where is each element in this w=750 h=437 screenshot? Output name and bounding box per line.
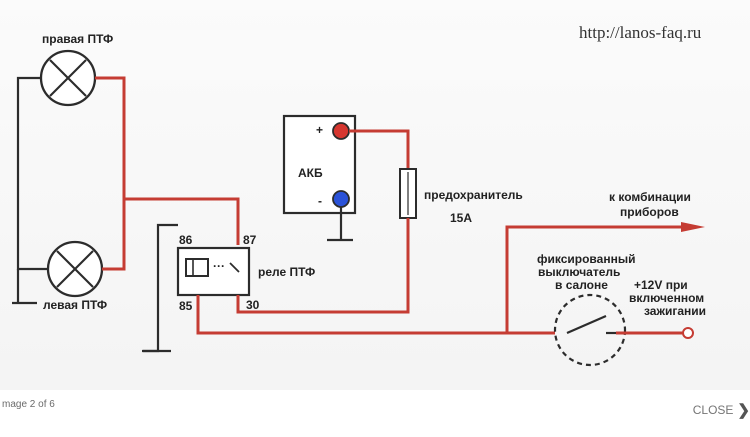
right-fog-lamp-label: правая ПТФ <box>42 32 113 46</box>
battery-to-fuse-wire <box>349 129 410 169</box>
fuse: предохранитель 15А <box>399 168 523 225</box>
relay-85-to-switch-wire <box>196 295 555 335</box>
relay-pin-30: 30 <box>246 298 260 312</box>
battery-minus-sign: - <box>318 194 322 208</box>
ignition-label-line3: зажигании <box>644 304 706 318</box>
relay-label: реле ПТФ <box>258 265 315 279</box>
battery-plus-sign: + <box>316 123 323 137</box>
to-cluster-line2: приборов <box>620 205 679 219</box>
right-lamp-cross-b <box>49 59 87 97</box>
relay-pin-86: 86 <box>179 233 193 247</box>
left-lamp-cross-b <box>56 250 94 288</box>
fuse-to-relay-30-wire <box>236 218 410 314</box>
cabin-switch: фиксированный выключатель в салоне <box>537 252 635 367</box>
switch-dashed-circle <box>553 293 627 367</box>
switch-label-line3: в салоне <box>555 278 608 292</box>
left-fog-lamp-label: левая ПТФ <box>43 298 107 312</box>
relay-pin-85: 85 <box>179 299 193 313</box>
switch-label-line1: фиксированный <box>537 252 635 266</box>
relay: ··· 86 87 85 30 реле ПТФ <box>176 233 315 313</box>
close-icon: ❯ <box>737 401 750 419</box>
relay-87-wire <box>124 197 240 245</box>
fuse-rating: 15А <box>450 211 472 225</box>
battery-minus-terminal <box>332 190 350 208</box>
ignition-terminal <box>682 327 694 339</box>
battery-label: АКБ <box>298 166 323 180</box>
lamp-power-wire <box>95 76 126 271</box>
close-label: CLOSE <box>692 403 734 417</box>
fuse-label: предохранитель <box>424 188 523 202</box>
cluster-wire <box>505 225 683 333</box>
ignition-label-line1: +12V при <box>634 278 688 292</box>
switch-lever <box>566 314 607 335</box>
close-button[interactable]: CLOSE ❯ <box>693 402 750 418</box>
left-fog-lamp: левая ПТФ <box>43 240 107 312</box>
viewer-footer <box>0 390 750 437</box>
image-counter: mage 2 of 6 <box>2 399 55 410</box>
relay-contact-switch <box>229 262 240 273</box>
lamp-ground-wire <box>16 76 48 271</box>
to-cluster-line1: к комбинации <box>609 190 691 204</box>
switch-label-line2: выключатель <box>538 265 620 279</box>
right-fog-lamp: правая ПТФ <box>39 32 113 107</box>
watermark-url: http://lanos-faq.ru <box>579 23 702 42</box>
battery: + АКБ - <box>282 114 357 215</box>
relay-pin-87: 87 <box>243 233 257 247</box>
relay-contact-dots: ··· <box>213 259 225 273</box>
relay-86-ground-wire <box>143 223 178 353</box>
battery-plus-terminal <box>332 122 350 140</box>
relay-coil <box>185 258 209 277</box>
cluster-arrow <box>681 222 705 232</box>
ignition-label-line2: включенном <box>629 291 704 305</box>
